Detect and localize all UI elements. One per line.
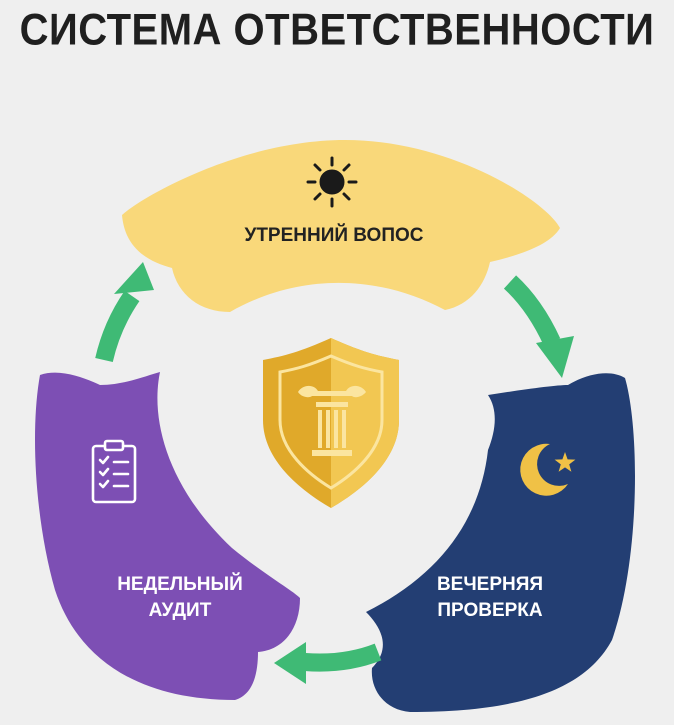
evening-segment: ВЕЧЕРНЯЯ ПРОВЕРКА: [366, 373, 635, 712]
shield-pillar-icon: [263, 338, 399, 508]
clipboard-checklist-icon: [91, 439, 137, 504]
morning-segment: УТРЕННИЙ ВОПОС: [122, 140, 560, 312]
weekly-segment: НЕДЕЛЬНЫЙ АУДИТ: [35, 372, 300, 700]
morning-label: УТРЕННИЙ ВОПОС: [245, 224, 424, 246]
arrow-morning-to-evening: [503, 275, 574, 378]
weekly-label-line1: НЕДЕЛЬНЫЙ: [117, 573, 243, 595]
arrow-weekly-to-morning: [95, 262, 154, 363]
sun-icon: [306, 156, 358, 208]
evening-label-line1: ВЕЧЕРНЯЯ: [437, 574, 543, 595]
evening-label-line2: ПРОВЕРКА: [437, 600, 543, 621]
weekly-label-line2: АУДИТ: [149, 600, 212, 621]
arrow-evening-to-weekly: [274, 642, 382, 684]
moon-star-icon: [520, 443, 576, 496]
page-title: СИСТЕМА ОТВЕТСТВЕННОСТИ: [19, 5, 655, 55]
